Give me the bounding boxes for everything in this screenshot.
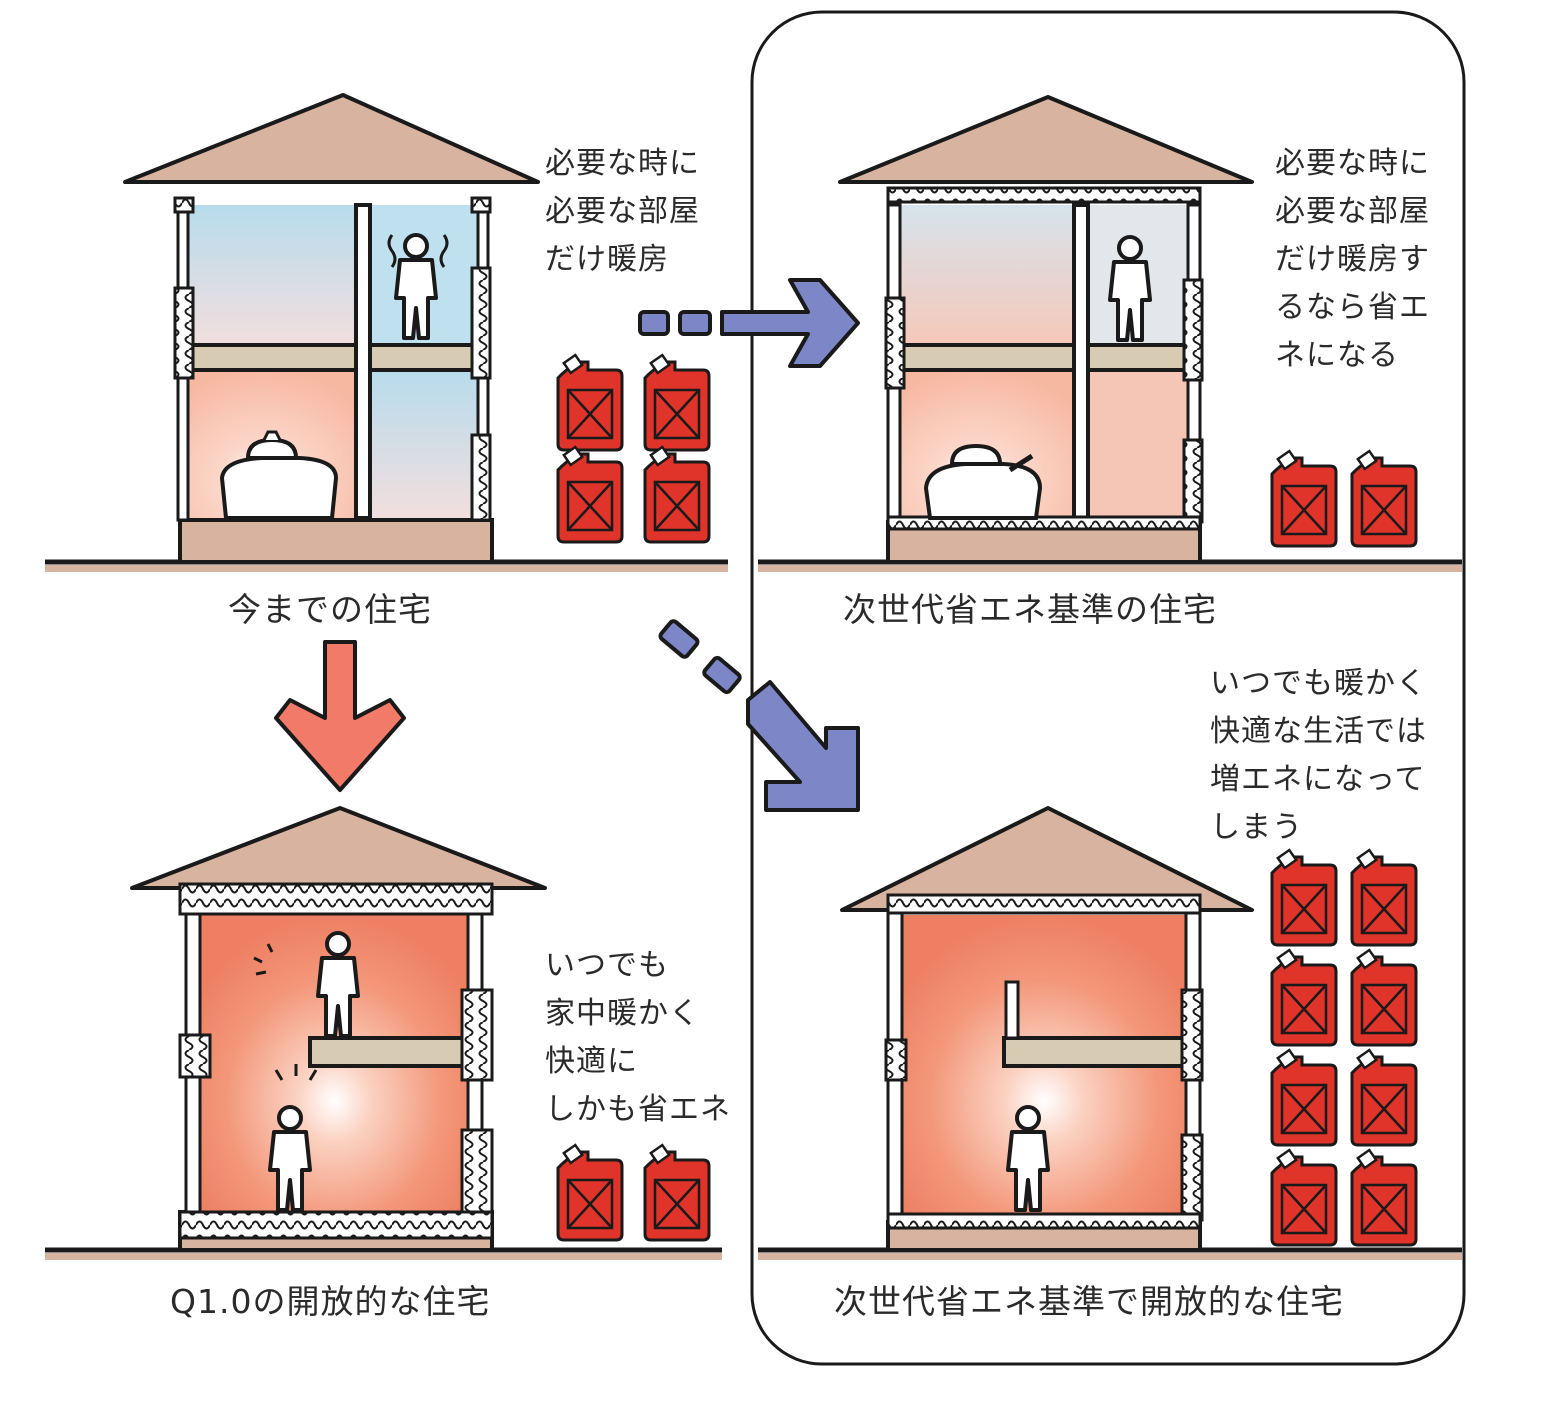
fuel-can-icon (1350, 449, 1418, 548)
house-q10-open (45, 806, 722, 1260)
fuel-cans-top-right (1270, 449, 1418, 548)
fuel-can-icon (1350, 848, 1418, 947)
fuel-cans-top-left (556, 353, 711, 544)
fuel-can-icon (556, 1143, 624, 1242)
fuel-can-icon (1350, 1148, 1418, 1247)
fuel-can-icon (643, 445, 711, 544)
caption-bottom-left: Q1.0の開放的な住宅 (170, 1282, 491, 1321)
note-top-left: 必要な時に 必要な部屋 だけ暖房 (545, 146, 700, 277)
arrow-down-red (274, 640, 406, 792)
fuel-can-icon (1270, 948, 1338, 1047)
arrow-diagonal-dashed (658, 619, 860, 812)
note-bottom-right: いつでも暖かく 快適な生活では 増エネになって しまう (1210, 666, 1427, 845)
fuel-cans-bottom-right (1270, 848, 1418, 1247)
fuel-cans-bottom-left (556, 1143, 711, 1242)
fuel-can-icon (1270, 449, 1338, 548)
caption-bottom-right: 次世代省エネ基準で開放的な住宅 (834, 1282, 1344, 1321)
note-top-right: 必要な時に 必要な部屋 だけ暖房す るなら省エ ネになる (1275, 146, 1430, 373)
house-next-gen (758, 95, 1462, 572)
fuel-can-icon (1350, 1048, 1418, 1147)
fuel-can-icon (556, 353, 624, 452)
caption-top-right: 次世代省エネ基準の住宅 (843, 590, 1217, 629)
fuel-can-icon (1350, 948, 1418, 1047)
right-column-frame (750, 10, 1466, 1366)
house-next-gen-open (758, 806, 1462, 1260)
fuel-can-icon (1270, 1148, 1338, 1247)
caption-top-left: 今までの住宅 (228, 590, 432, 629)
fuel-can-icon (643, 353, 711, 452)
fuel-can-icon (643, 1143, 711, 1242)
fuel-can-icon (556, 445, 624, 544)
house-conventional (45, 93, 728, 572)
arrow-right-dashed (638, 278, 860, 368)
fuel-can-icon (1270, 1048, 1338, 1147)
note-bottom-left: いつでも 家中暖かく 快適に しかも省エネ (545, 948, 731, 1127)
fuel-can-icon (1270, 848, 1338, 947)
